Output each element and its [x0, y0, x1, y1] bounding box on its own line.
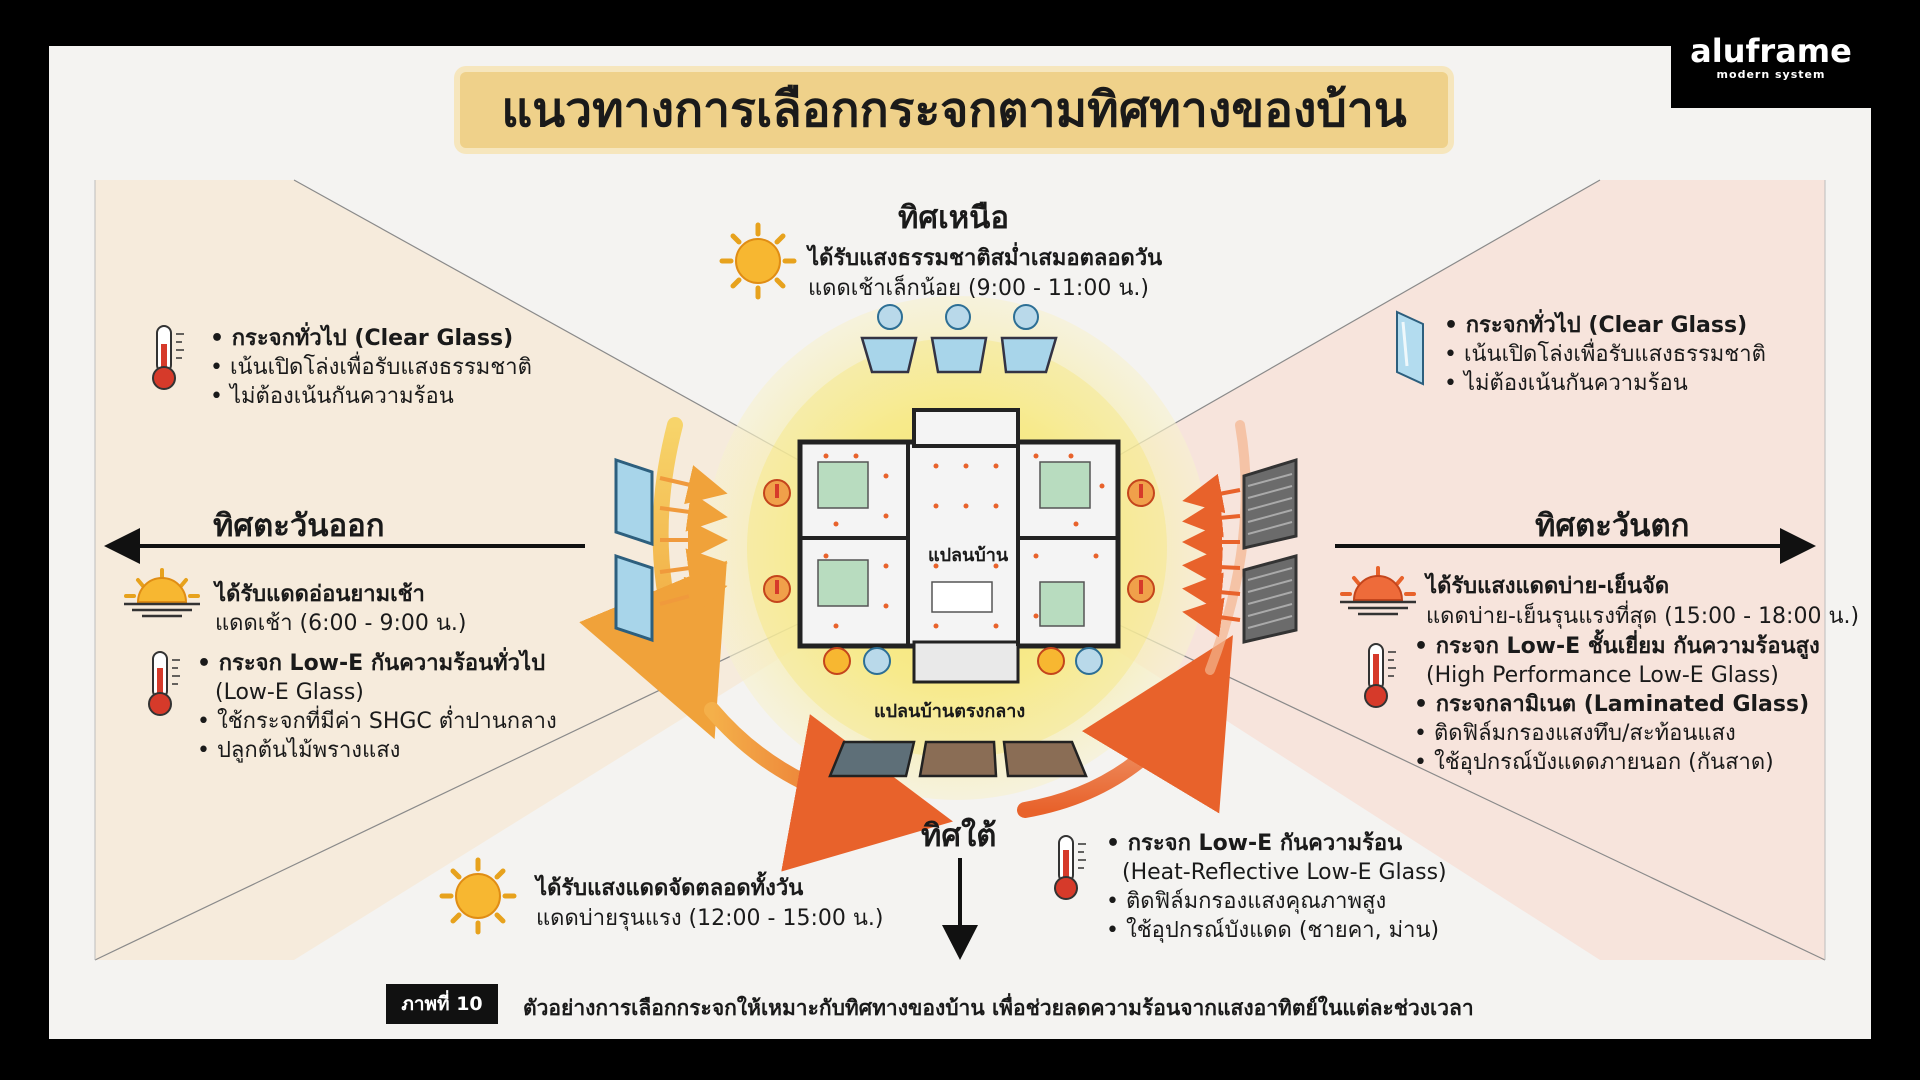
heat-badge-icon	[763, 479, 791, 507]
east-time: แดดเช้า (6:00 - 9:00 น.)	[215, 611, 467, 636]
list-item: • ติดฟิล์มกรองแสงคุณภาพสูง	[1106, 889, 1387, 914]
clear-glass-icon	[1396, 310, 1424, 386]
north-windows	[860, 304, 1058, 374]
figure-tag: ภาพที่ 10	[386, 984, 498, 1024]
south-list: • กระจก Low-E กันความร้อน (Heat-Reflecti…	[1106, 829, 1447, 945]
list-item: (High Performance Low-E Glass)	[1426, 663, 1779, 688]
list-item: • กระจก Low-E กันความร้อน	[1106, 831, 1403, 856]
list-item: • กระจก Low-E ชั้นเยี่ยม กันความร้อนสูง	[1414, 634, 1820, 659]
logo-name: aluframe	[1690, 32, 1852, 70]
sun-icon	[439, 857, 517, 935]
south-windows	[828, 740, 1088, 778]
south-heading: ได้รับแสงแดดจัดตลอดทั้งวัน	[536, 876, 804, 901]
north-label: ทิศเหนือ	[898, 200, 1009, 236]
heat-badge-icon	[763, 575, 791, 603]
title-banner: แนวทางการเลือกกระจกตามทิศทางของบ้าน	[460, 72, 1448, 148]
east-list: • กระจก Low-E กันความร้อนทั่วไป (Low-E G…	[197, 649, 557, 765]
sunrise-icon	[124, 568, 200, 618]
page-title: แนวทางการเลือกกระจกตามทิศทางของบ้าน	[501, 82, 1407, 138]
logo-tagline: modern system	[1716, 68, 1826, 81]
list-item: • ใช้อุปกรณ์บังแดด (ชายคา, ม่าน)	[1106, 918, 1440, 943]
list-item: • ไม่ต้องเน้นกันความร้อน	[1444, 371, 1688, 396]
north-east-list: • กระจกทั่วไป (Clear Glass) • เน้นเปิดโล…	[1444, 311, 1766, 398]
heat-badge-icon	[1127, 479, 1155, 507]
west-louver-windows	[1242, 457, 1298, 644]
sun-icon	[719, 222, 797, 300]
east-windows	[614, 457, 654, 643]
list-item: • เน้นเปิดโล่งเพื่อรับแสงธรรมชาติ	[1444, 342, 1766, 367]
west-label: ทิศตะวันตก	[1535, 508, 1690, 544]
sun-badge-icon	[1037, 647, 1065, 675]
thermometer-icon	[148, 651, 180, 716]
plan-inner-label: แปลนบ้าน	[928, 545, 1009, 566]
list-item: • กระจกทั่วไป (Clear Glass)	[1444, 313, 1748, 338]
south-label: ทิศใต้	[921, 818, 997, 854]
north-west-list: • กระจกทั่วไป (Clear Glass) • เน้นเปิดโล…	[210, 324, 532, 411]
west-list: • กระจก Low-E ชั้นเยี่ยม กันความร้อนสูง …	[1414, 632, 1820, 777]
plan-caption: แปลนบ้านตรงกลาง	[874, 701, 1026, 722]
west-heading: ได้รับแสงแดดบ่าย-เย็นจัด	[1426, 574, 1670, 599]
list-item: • กระจกทั่วไป (Clear Glass)	[210, 326, 514, 351]
west-time: แดดบ่าย-เย็นรุนแรงที่สุด (15:00 - 18:00 …	[1426, 604, 1860, 629]
list-item: • เน้นเปิดโล่งเพื่อรับแสงธรรมชาติ	[210, 355, 532, 380]
cool-badge-icon	[1075, 647, 1103, 675]
figure-caption: ตัวอย่างการเลือกกระจกให้เหมาะกับทิศทางขอ…	[523, 996, 1474, 1020]
list-item: • ไม่ต้องเน้นกันความร้อน	[210, 384, 454, 409]
north-time: แดดเช้าเล็กน้อย (9:00 - 11:00 น.)	[808, 276, 1149, 301]
brand-logo: aluframe modern system	[1671, 30, 1871, 108]
list-item: • ใช้กระจกที่มีค่า SHGC ต่ำปานกลาง	[197, 709, 557, 734]
south-time: แดดบ่ายรุนแรง (12:00 - 15:00 น.)	[536, 906, 884, 931]
list-item: • ใช้อุปกรณ์บังแดดภายนอก (กันสาด)	[1414, 750, 1774, 775]
list-item: • ปลูกต้นไม้พรางแสง	[197, 738, 401, 763]
east-heading: ได้รับแดดอ่อนยามเช้า	[215, 582, 425, 607]
east-label: ทิศตะวันออก	[213, 508, 385, 544]
list-item: (Heat-Reflective Low-E Glass)	[1122, 860, 1447, 885]
list-item: (Low-E Glass)	[215, 680, 364, 705]
thermometer-icon	[1364, 643, 1396, 708]
sun-badge-icon	[823, 647, 851, 675]
sunset-icon	[1340, 566, 1416, 616]
heat-badge-icon	[1127, 575, 1155, 603]
thermometer-icon	[1054, 835, 1086, 900]
list-item: • กระจกลามิเนต (Laminated Glass)	[1414, 692, 1810, 717]
list-item: • กระจก Low-E กันความร้อนทั่วไป	[197, 651, 546, 676]
thermometer-icon	[152, 325, 184, 390]
cool-badge-icon	[863, 647, 891, 675]
list-item: • ติดฟิล์มกรองแสงทึบ/สะท้อนแสง	[1414, 721, 1736, 746]
north-heading: ได้รับแสงธรรมชาติสม่ำเสมอตลอดวัน	[808, 246, 1163, 271]
house-floor-plan	[797, 408, 1121, 684]
